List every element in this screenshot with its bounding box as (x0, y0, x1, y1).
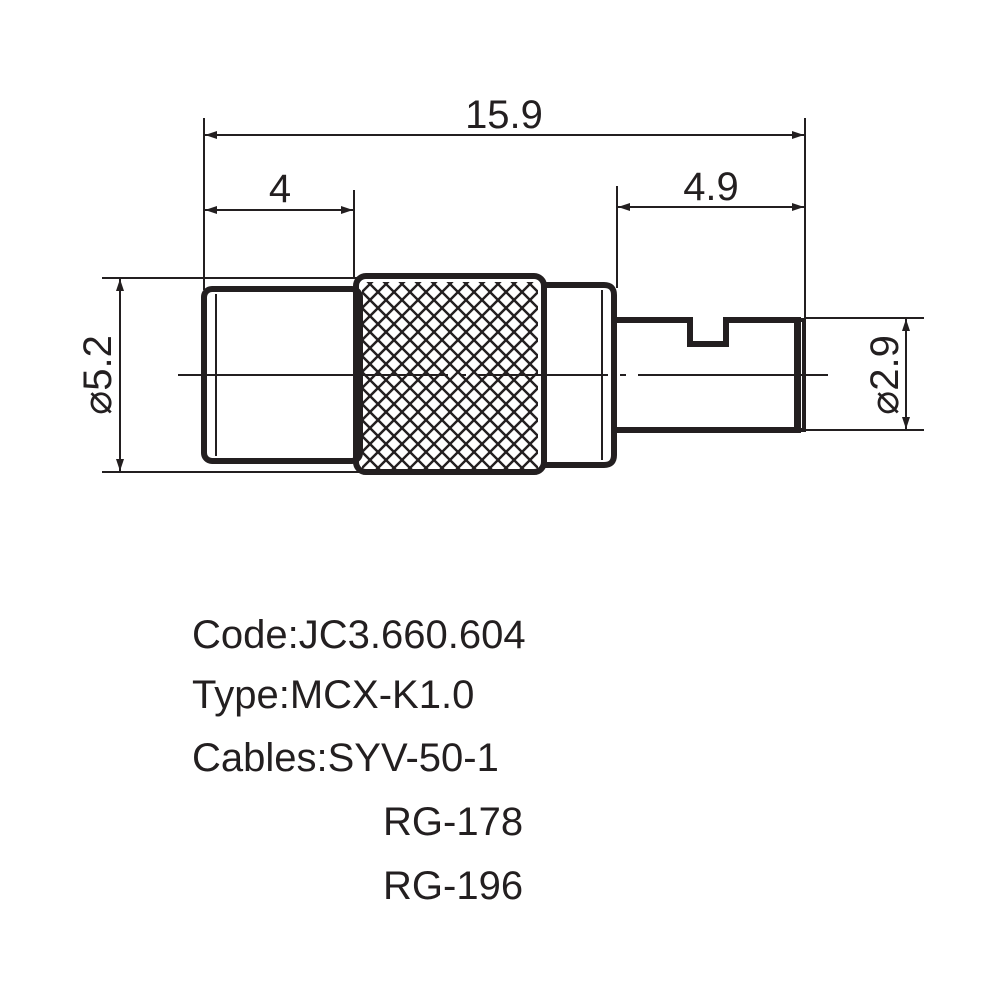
pin-length-label: 4.9 (683, 165, 739, 209)
spec-cable-rg196: RG-196 (383, 864, 524, 908)
spec-cables: Cables:SYV-50-1 (192, 736, 499, 780)
front-collar (544, 282, 617, 468)
body-diameter-label: ⌀5.2 (76, 335, 120, 415)
spec-type: Type:MCX-K1.0 (192, 673, 475, 717)
knurl-pattern (362, 282, 538, 470)
spec-cable-rg178: RG-178 (383, 800, 524, 844)
rear-length-label: 4 (269, 167, 291, 211)
connector-drawing: 15.9 4 4.9 ⌀5.2 ⌀2.9 (76, 93, 924, 475)
spec-code: Code:JC3.660.604 (192, 613, 526, 657)
connector-body (201, 273, 806, 475)
overall-length-label: 15.9 (465, 93, 543, 137)
pin-diameter-label: ⌀2.9 (863, 335, 907, 415)
